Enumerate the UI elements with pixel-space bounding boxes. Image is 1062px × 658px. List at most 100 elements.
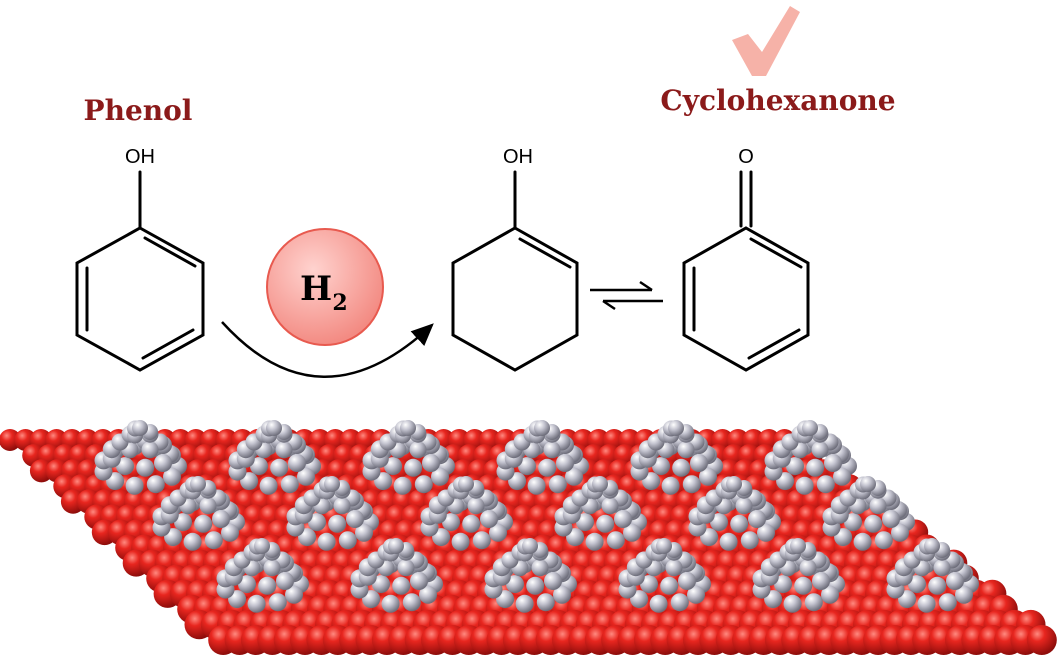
metal-clusters (94, 420, 979, 613)
check-icon (732, 6, 800, 76)
h2-subscript: 2 (332, 290, 347, 316)
cluster-atom (324, 476, 340, 492)
cluster-atom (811, 441, 829, 459)
metal-cluster (362, 420, 455, 495)
cluster-atom (821, 585, 839, 604)
h2-reagent: H 2 (266, 228, 384, 346)
cluster-atom (467, 497, 485, 515)
metal-cluster (286, 476, 379, 551)
enol-oh-label: OH (503, 146, 533, 168)
cluster-atom (790, 538, 806, 554)
cluster-atom (891, 523, 909, 542)
cluster-atom (515, 594, 534, 613)
cluster-atom (276, 572, 294, 590)
cluster-atom (623, 523, 641, 542)
cluster-atom (116, 457, 134, 476)
metal-cluster (630, 420, 723, 495)
cluster-atom (735, 497, 753, 515)
equilibrium-arrows (590, 280, 663, 311)
reaction-arrow (221, 321, 434, 378)
cluster-atom (266, 420, 282, 436)
cluster-atom (601, 497, 619, 515)
metal-cluster (216, 538, 309, 613)
cluster-atom (544, 572, 562, 590)
cluster-atom (806, 458, 825, 477)
cluster-atom (816, 475, 835, 494)
cluster-atom (392, 576, 411, 595)
metal-cluster (822, 476, 915, 551)
cluster-atom (238, 575, 256, 594)
enol-structure: OH (451, 146, 579, 372)
cluster-atom (677, 441, 695, 459)
cluster-atom (946, 572, 964, 590)
cluster-atom (431, 467, 449, 486)
cluster-atom (812, 572, 830, 590)
cluster-atom (518, 457, 536, 476)
metal-cluster (484, 538, 577, 613)
cluster-atom (882, 510, 900, 528)
cluster-atom (355, 523, 373, 542)
cluster-atom (404, 458, 423, 477)
cluster-atom (869, 497, 887, 515)
cluster-atom (783, 594, 802, 613)
cluster-atom (462, 514, 481, 533)
cluster-atom (928, 576, 947, 595)
metal-cluster (350, 538, 443, 613)
cluster-atom (933, 559, 951, 577)
cluster-atom (381, 594, 400, 613)
cluster-atom (288, 454, 306, 472)
cluster-atom (442, 513, 460, 532)
cluster-atom (199, 497, 217, 515)
cluster-atom (263, 559, 281, 577)
cluster-atom (585, 532, 604, 551)
metal-cluster (618, 538, 711, 613)
cluster-atom (757, 523, 775, 542)
cluster-atom (285, 585, 303, 604)
cluster-atom (190, 476, 206, 492)
cluster-atom (795, 476, 814, 495)
cluster-atom (397, 559, 415, 577)
cluster-atom (297, 467, 315, 486)
cluster-atom (526, 576, 545, 595)
cluster-atom (668, 420, 684, 436)
cluster-atom (614, 510, 632, 528)
cluster-atom (938, 593, 957, 612)
cluster-atom (531, 559, 549, 577)
cluster-atom (254, 538, 270, 554)
cluster-atom (194, 514, 213, 533)
phenol-structure: OH (75, 146, 205, 372)
cluster-atom (682, 475, 701, 494)
cluster-atom (660, 576, 679, 595)
metal-cluster (886, 538, 979, 613)
cluster-atom (346, 510, 364, 528)
cluster-atom (125, 476, 144, 495)
cluster-atom (576, 513, 594, 532)
cluster-atom (748, 510, 766, 528)
cluster-atom (338, 531, 357, 550)
cluster-atom (672, 458, 691, 477)
cluster-atom (844, 513, 862, 532)
cluster-atom (860, 476, 876, 492)
cluster-atom (141, 441, 159, 459)
cluster-atom (730, 514, 749, 533)
cluster-atom (280, 475, 299, 494)
cluster-atom (670, 593, 689, 612)
cluster-atom (451, 532, 470, 551)
cluster-atom (665, 559, 683, 577)
cluster-atom (917, 594, 936, 613)
cluster-atom (163, 467, 181, 486)
cluster-atom (833, 467, 851, 486)
metal-cluster (554, 476, 647, 551)
cluster-atom (414, 475, 433, 494)
cluster-atom (154, 454, 172, 472)
cluster-atom (661, 476, 680, 495)
cluster-atom (548, 475, 567, 494)
cluster-atom (258, 576, 277, 595)
cluster-atom (522, 538, 538, 554)
cluster-atom (270, 458, 289, 477)
cluster-atom (384, 457, 402, 476)
metal-cluster (152, 476, 245, 551)
cluster-atom (275, 441, 293, 459)
cluster-atom (317, 532, 336, 551)
cluster-atom (259, 476, 278, 495)
